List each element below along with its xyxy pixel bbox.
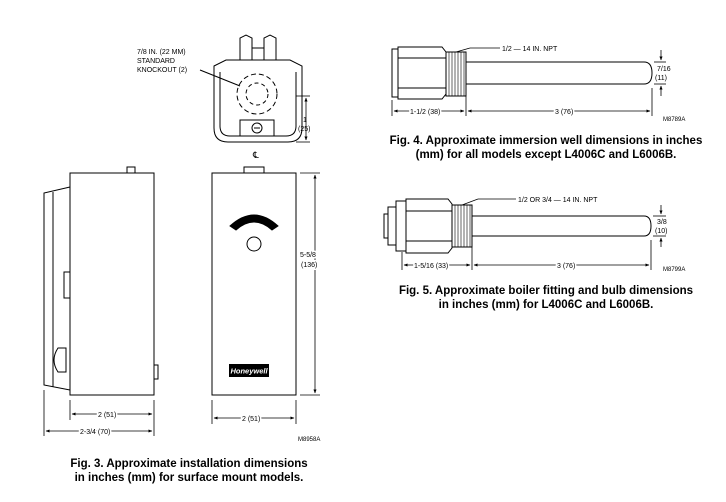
fig3-front-view <box>211 166 297 396</box>
fig3-front-width: 2 (51) <box>242 416 260 423</box>
fig3-side-view <box>43 166 159 396</box>
fig5-fitting-length: 1-5/16 (33) <box>414 263 448 270</box>
fig5-diameter: 3/8 <box>657 219 667 226</box>
fig4-fitting-length: 1-1/2 (38) <box>410 109 440 116</box>
fig4-dims <box>391 47 666 116</box>
fig3-side-dims <box>43 390 155 436</box>
fig3-height-small-mm: (25) <box>298 126 310 133</box>
fig4-caption: Fig. 4. Approximate immersion well dimen… <box>371 134 721 162</box>
fig4-diameter: 7/16 <box>657 66 671 73</box>
fig4-immersion-well <box>391 46 653 100</box>
fig3-knockout-label-1: 7/8 IN. (22 MM) <box>137 49 186 56</box>
fig5-diameter-mm: (10) <box>655 228 667 235</box>
fig5-boiler-fitting <box>383 198 652 254</box>
honeywell-logo-plate <box>229 364 269 377</box>
fig3-front-dims <box>211 172 320 424</box>
fig3-height-main: 5-5/8 <box>300 252 316 259</box>
fig4-caption-line-2: (mm) for all models except L4006C and L6… <box>415 149 677 161</box>
fig3-caption-line-1: Fig. 3. Approximate installation dimensi… <box>70 458 308 470</box>
fig4-bulb-length: 3 (76) <box>555 109 573 116</box>
fig3-dim-1in <box>296 95 310 143</box>
fig5-caption: Fig. 5. Approximate boiler fitting and b… <box>376 284 716 312</box>
fig5-dims <box>401 198 666 270</box>
fig4-diameter-mm: (11) <box>655 75 667 82</box>
fig4-thread-label: 1/2 — 14 IN. NPT <box>502 46 558 53</box>
fig4-caption-line-1: Fig. 4. Approximate immersion well dimen… <box>389 135 703 147</box>
fig3-knockout-label-3: KNOCKOUT (2) <box>137 67 187 74</box>
honeywell-logo-text: Honeywell <box>230 367 268 376</box>
fig5-caption-line-2: in inches (mm) for L4006C and L6006B. <box>438 299 654 311</box>
fig3-side-width: 2 (51) <box>98 412 116 419</box>
fig3-code: M8958A <box>298 437 320 443</box>
fig3-knockout-label-2: STANDARD <box>137 58 175 65</box>
fig4-code: M8789A <box>663 117 685 123</box>
fig3-top-view <box>199 34 303 143</box>
fig3-caption: Fig. 3. Approximate installation dimensi… <box>40 457 338 485</box>
fig3-height-main-mm: (136) <box>301 262 317 269</box>
fig3-centerline: ℄ <box>252 150 259 160</box>
fig5-bulb-length: 3 (76) <box>557 263 575 270</box>
fig3-side-depth: 2-3/4 (70) <box>80 429 110 436</box>
fig5-caption-line-1: Fig. 5. Approximate boiler fitting and b… <box>398 285 694 297</box>
fig3-height-small: 1 <box>303 117 307 124</box>
fig5-code: M8799A <box>663 267 685 273</box>
fig5-thread-label: 1/2 OR 3/4 — 14 IN. NPT <box>518 197 598 204</box>
fig3-caption-line-2: in inches (mm) for surface mount models. <box>74 472 304 484</box>
